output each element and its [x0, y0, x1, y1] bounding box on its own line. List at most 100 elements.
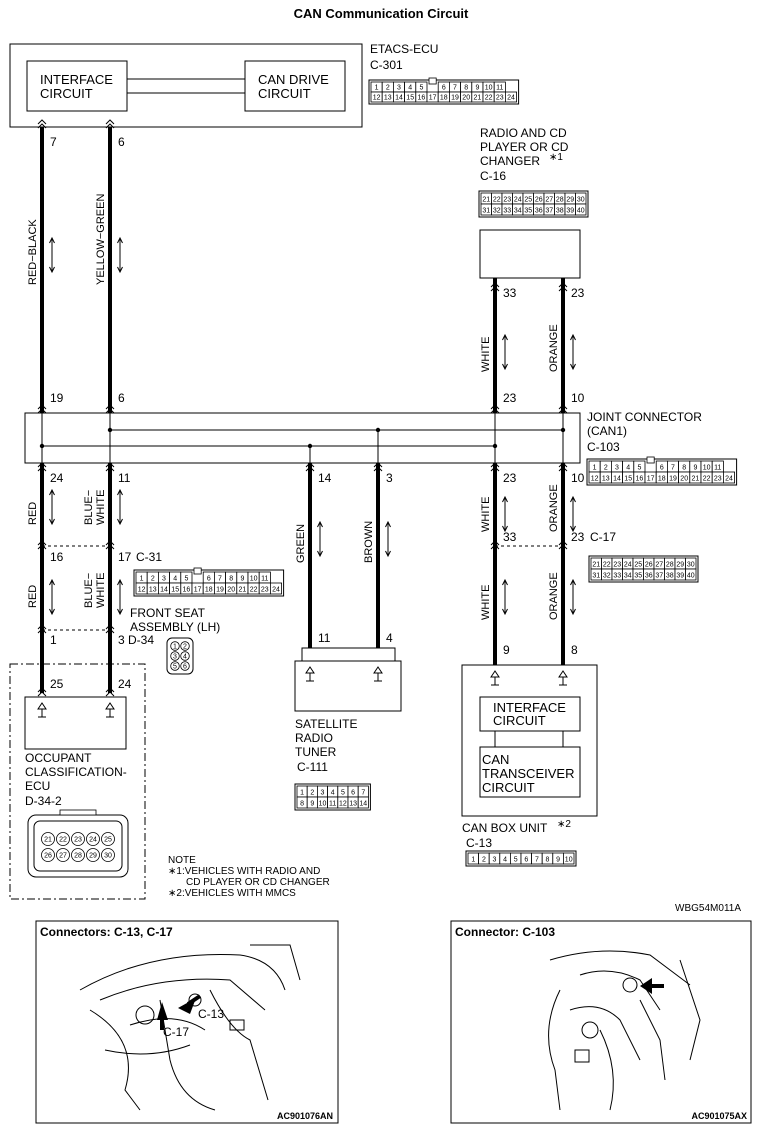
c111-pin-label: 2 — [310, 790, 314, 797]
c16-frame — [478, 190, 589, 218]
wire-white-upper: WHITE — [480, 497, 492, 532]
c13-frame — [465, 850, 577, 867]
c103-pin-label: 5 — [637, 465, 641, 472]
wire-connector-mark — [105, 624, 115, 634]
c103-pin-label: 16 — [636, 476, 644, 483]
wire-blue-white-lower-2: WHITE — [95, 573, 107, 608]
d342-cell — [101, 832, 115, 846]
d342-cell — [71, 848, 85, 862]
wire-connector-mark — [37, 462, 47, 472]
c17-cell — [685, 568, 697, 581]
radio-unit-box — [479, 229, 581, 279]
c301-pin-label: 6 — [442, 85, 446, 92]
d34-pin-label: 6 — [183, 664, 187, 671]
note-line-1b: CD PLAYER OR CD CHANGER — [186, 877, 330, 888]
d342-pin-label: 23 — [74, 837, 82, 844]
c31-pin-label: 24 — [272, 587, 280, 594]
terminal-symbol — [490, 670, 500, 686]
wire-orange-lower: ORANGE — [548, 572, 560, 620]
satellite-name: SATELLITE — [295, 717, 357, 731]
photo-left-code: AC901076AN — [277, 1111, 333, 1121]
c16-pin-label: 32 — [493, 208, 501, 215]
c31-pin-label: 14 — [160, 587, 168, 594]
c13-pin-label: 9 — [556, 857, 560, 864]
c111-pin-label: 10 — [319, 801, 327, 808]
d342-cell — [71, 832, 85, 846]
terminal-symbol — [37, 702, 47, 718]
c301-pin-label: 15 — [406, 95, 414, 102]
etacs-ecu-connector: C-301 — [370, 58, 403, 72]
c301-pin-label: 18 — [440, 95, 448, 102]
c13-pin-label: 8 — [546, 857, 550, 864]
c103-pin-label: 14 — [613, 476, 621, 483]
c111-pin-label: 8 — [300, 801, 304, 808]
c17-pin-label: 21 — [592, 562, 600, 569]
c17-pin-label: 36 — [645, 573, 653, 580]
satellite-name-2: RADIO — [295, 731, 333, 745]
radio-connector: C-16 — [480, 169, 506, 183]
c13-pin-label: 3 — [493, 857, 497, 864]
wire-orange-radio: ORANGE — [548, 324, 560, 372]
wire-connector-mark — [558, 462, 568, 472]
c13-pin-label: 6 — [524, 857, 528, 864]
photo-left-drawing — [79, 944, 301, 1111]
joint-pin-24: 24 — [50, 471, 64, 485]
c17-pin-label: 22 — [603, 562, 611, 569]
c16-pin-label: 40 — [577, 208, 585, 215]
wire-connector-mark — [105, 540, 115, 550]
d342-pin-label: 25 — [104, 837, 112, 844]
radio-pin-33: 33 — [503, 286, 517, 300]
satellite-connector-bar — [301, 647, 396, 662]
d342-latch — [59, 809, 97, 816]
c16-pin-label: 38 — [556, 208, 564, 215]
radio-name: RADIO AND CD — [480, 126, 567, 140]
c13-pin-label: 4 — [503, 857, 507, 864]
c301-pin-label: 2 — [386, 85, 390, 92]
d34-pin-label: 1 — [173, 644, 177, 651]
c17-pin-label: 30 — [687, 562, 695, 569]
c301-pin-label: 7 — [453, 85, 457, 92]
canbox-name: CAN BOX UNIT — [462, 821, 548, 835]
c17-pin-label: 28 — [666, 562, 674, 569]
c103-pin-label: 11 — [714, 465, 721, 472]
c103-pin-label: 18 — [658, 476, 666, 483]
c103-pin-label: 19 — [669, 476, 677, 483]
joint-pin-23-bottom: 23 — [503, 471, 517, 485]
wire-connector-mark — [37, 119, 47, 129]
d34-pin-label: 5 — [173, 664, 177, 671]
wire-connector-mark — [37, 540, 47, 550]
d34-frame — [166, 637, 194, 675]
d342-cell — [86, 848, 100, 862]
c17-pin-label: 34 — [624, 573, 632, 580]
c31-pin-label: 3 — [162, 576, 166, 583]
wire-connector-mark — [105, 119, 115, 129]
wire-connector-mark — [490, 404, 500, 414]
wire-connector-mark — [558, 282, 568, 292]
d34-cell — [170, 641, 180, 651]
c111-pin-label: 4 — [331, 790, 335, 797]
d342-pin-label: 21 — [44, 837, 52, 844]
c31-pin-label: 13 — [149, 587, 157, 594]
c111-pin-label: 12 — [339, 801, 347, 808]
d34-cell — [180, 651, 190, 661]
c301-pin-label: 16 — [418, 95, 426, 102]
joint-pin-11: 11 — [118, 471, 131, 485]
c301-pin-label: 23 — [496, 95, 504, 102]
etacs-ecu-box — [9, 43, 363, 128]
c103-pin-label: 21 — [692, 476, 700, 483]
c17-pin-label: 33 — [613, 573, 621, 580]
c17-pin-label: 26 — [645, 562, 653, 569]
c16-pin-label: 34 — [514, 208, 522, 215]
c31-pin-label: 23 — [261, 587, 269, 594]
wire-red-black: RED−BLACK — [27, 219, 39, 285]
c17-frame — [588, 555, 699, 583]
d342-pin-label: 28 — [74, 853, 82, 860]
c31-pin-17: 17 — [118, 550, 132, 564]
c301-pin-label: 14 — [395, 95, 403, 102]
c31-pin-label: 12 — [138, 587, 146, 594]
c13-cell — [563, 852, 575, 865]
d342-pin-label: 30 — [104, 853, 112, 860]
